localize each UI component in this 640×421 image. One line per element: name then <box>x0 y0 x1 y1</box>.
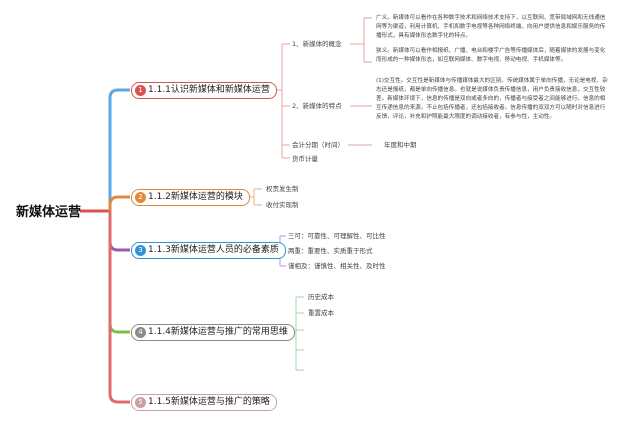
trunk-branch-1 <box>108 88 130 211</box>
branch-1-child-currency[interactable]: 货币计量 <box>292 155 318 163</box>
branch-1-child-concept[interactable]: 1、新媒体的概念 <box>292 40 342 48</box>
branch-2-label: 1.1.2新媒体运营的模块 <box>148 192 243 202</box>
feature-interactivity-paragraph: (1)交互性。交互性是新媒体与传播媒体最大的区别。传统媒体属于单向传播，无论是电… <box>376 78 608 120</box>
branch-4-label: 1.1.4新媒体运营与推广的常用思维 <box>148 327 288 337</box>
branch-5-label: 1.1.5新媒体运营与推广的策略 <box>148 397 270 407</box>
branch-3-label: 1.1.3新媒体运营人员的必备素质 <box>148 245 279 255</box>
trunk-branch-4 <box>108 211 130 334</box>
branch-3-badge: 3 <box>135 245 146 256</box>
branch-1-period-note: 年度和中期 <box>384 141 417 149</box>
branch-3-child-caution[interactable]: 谨相及：谨慎性、相关性、及时性 <box>288 262 386 270</box>
branch-5-badge: 5 <box>135 397 146 408</box>
concept-narrow-paragraph: 狭义。新媒体可以看作相报纸、广播、电台和楼宇广告等传播媒体后，随着媒体的发展与变… <box>376 48 606 63</box>
branch-2-child-accrual[interactable]: 权责发生制 <box>266 185 299 193</box>
branch-1-child-period[interactable]: 会计分期（时间） <box>292 141 344 149</box>
branch-4-child-replacement[interactable]: 重置成本 <box>308 309 334 317</box>
branch-2-child-cash[interactable]: 收付实现制 <box>266 201 299 209</box>
branch-3-child-two[interactable]: 两重：重要性、实质重于形式 <box>288 247 373 255</box>
branch-2-badge: 2 <box>135 192 146 203</box>
concept-bracket <box>350 17 372 63</box>
trunk-branch-3 <box>108 211 130 252</box>
branch-1-child-features[interactable]: 2、新媒体的特点 <box>292 102 342 110</box>
trunk-branch-2 <box>108 195 130 211</box>
branch-1-badge: 1 <box>135 85 146 96</box>
branch-3-child-three[interactable]: 三可：可靠性、可理解性、可比性 <box>288 232 386 240</box>
concept-broad-paragraph: 广义。新媒体可以看作在各种数字技术和网络技术支持下，以互联网、宽带局域网和无线通… <box>376 15 606 39</box>
branch-1-label: 1.1.1认识新媒体和新媒体运营 <box>148 85 270 95</box>
branch-4-child-historical[interactable]: 历史成本 <box>308 293 334 301</box>
root-node[interactable]: 新媒体运营 <box>16 205 82 220</box>
branch-4-badge: 4 <box>135 327 146 338</box>
trunk-branch-5 <box>108 211 130 404</box>
branch1-bracket <box>270 43 290 159</box>
